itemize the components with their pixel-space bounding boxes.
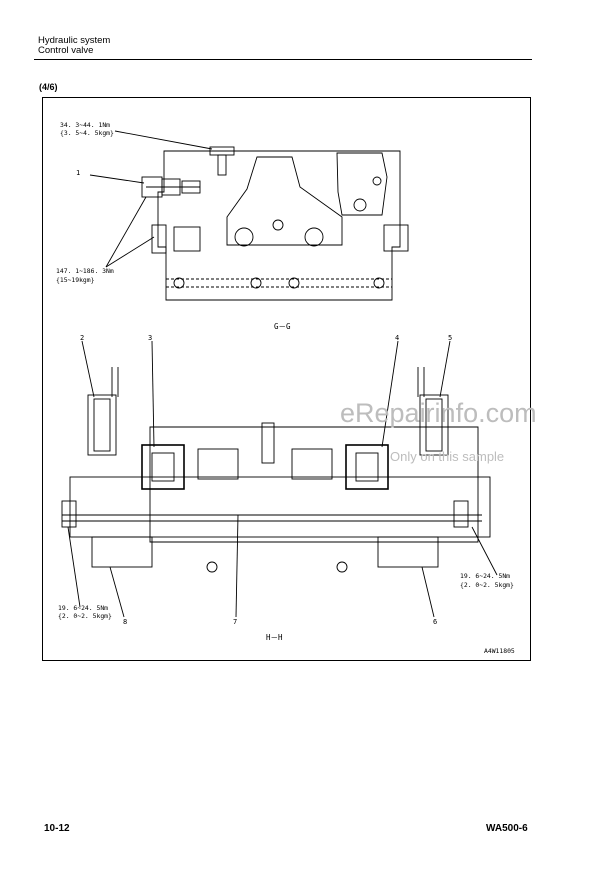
- watermark-sub: Only on this sample: [390, 449, 505, 464]
- callout-3: 3: [148, 334, 153, 342]
- torque-label-top-kgm: {3. 5~4. 5kgm}: [60, 129, 114, 137]
- callout-1: 1: [76, 169, 81, 177]
- header-system: Hydraulic system: [38, 35, 111, 46]
- section-label: (4/6): [39, 82, 58, 92]
- watermark-main: eRepairinfo.com: [340, 398, 537, 428]
- control-valve-drawing: [61, 130, 498, 618]
- torque-label-top-nm: 34. 3~44. 1Nm: [60, 121, 111, 129]
- page-number: 10-12: [44, 823, 70, 834]
- callout-5: 5: [448, 334, 453, 342]
- torque-label-left-kgm: {15~19kgm}: [56, 276, 95, 284]
- section-label-hh: H－H: [266, 633, 283, 642]
- top-view-gg: [89, 130, 409, 301]
- torque-label-right-nm: 19. 6~24. 5Nm: [460, 572, 511, 580]
- torque-label-right-kgm: {2. 0~2. 5kgm}: [460, 581, 514, 589]
- callout-7: 7: [233, 618, 238, 626]
- bottom-view-hh: [61, 340, 498, 618]
- callout-8: 8: [123, 618, 128, 626]
- header-divider: [34, 59, 532, 60]
- callout-2: 2: [80, 334, 85, 342]
- section-label-gg: G－G: [274, 322, 291, 331]
- torque-label-lower-left-nm: 19. 6~24. 5Nm: [58, 604, 109, 612]
- model-number: WA500-6: [486, 823, 528, 834]
- callout-4: 4: [395, 334, 400, 342]
- figure-frame: [42, 97, 531, 661]
- drawing-id: A4W11805: [484, 647, 515, 655]
- torque-label-lower-left-kgm: {2. 0~2. 5kgm}: [58, 612, 112, 620]
- header-component: Control valve: [38, 45, 94, 56]
- torque-label-left-nm: 147. 1~186. 3Nm: [56, 267, 114, 275]
- callout-6: 6: [433, 618, 438, 626]
